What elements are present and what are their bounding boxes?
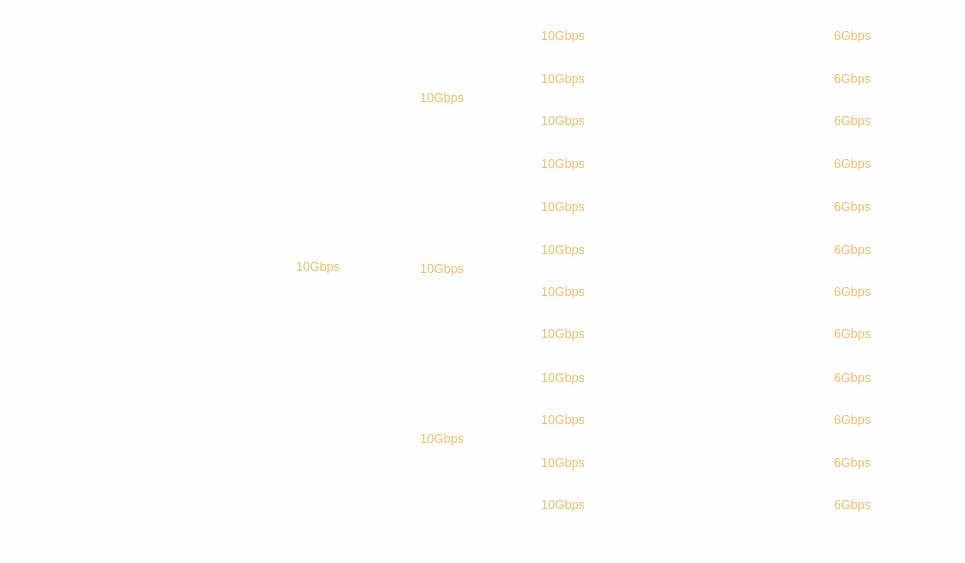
aggregation-link-speed-label: 10Gbps (420, 262, 464, 276)
access-downlink-speed-label: 6Gbps (834, 29, 871, 43)
access-uplink-speed-label: 10Gbps (541, 327, 585, 341)
access-uplink-speed-label: 10Gbps (541, 413, 585, 427)
access-uplink-speed-label: 10Gbps (541, 371, 585, 385)
access-downlink-speed-label: 6Gbps (834, 157, 871, 171)
core-link-speed-label: 10Gbps (296, 260, 340, 274)
access-downlink-speed-label: 6Gbps (834, 72, 871, 86)
access-uplink-speed-label: 10Gbps (541, 157, 585, 171)
access-downlink-speed-label: 6Gbps (834, 413, 871, 427)
access-downlink-speed-label: 6Gbps (834, 371, 871, 385)
aggregation-link-speed-label: 10Gbps (420, 432, 464, 446)
access-downlink-speed-label: 6Gbps (834, 243, 871, 257)
access-downlink-speed-label: 6Gbps (834, 114, 871, 128)
aggregation-link-speed-label: 10Gbps (420, 91, 464, 105)
access-uplink-speed-label: 10Gbps (541, 72, 585, 86)
access-uplink-speed-label: 10Gbps (541, 114, 585, 128)
access-uplink-speed-label: 10Gbps (541, 456, 585, 470)
access-uplink-speed-label: 10Gbps (541, 29, 585, 43)
access-uplink-speed-label: 10Gbps (541, 200, 585, 214)
access-uplink-speed-label: 10Gbps (541, 285, 585, 299)
access-downlink-speed-label: 6Gbps (834, 327, 871, 341)
access-downlink-speed-label: 6Gbps (834, 200, 871, 214)
access-downlink-speed-label: 6Gbps (834, 456, 871, 470)
access-uplink-speed-label: 10Gbps (541, 498, 585, 512)
access-downlink-speed-label: 6Gbps (834, 498, 871, 512)
access-downlink-speed-label: 6Gbps (834, 285, 871, 299)
access-uplink-speed-label: 10Gbps (541, 243, 585, 257)
